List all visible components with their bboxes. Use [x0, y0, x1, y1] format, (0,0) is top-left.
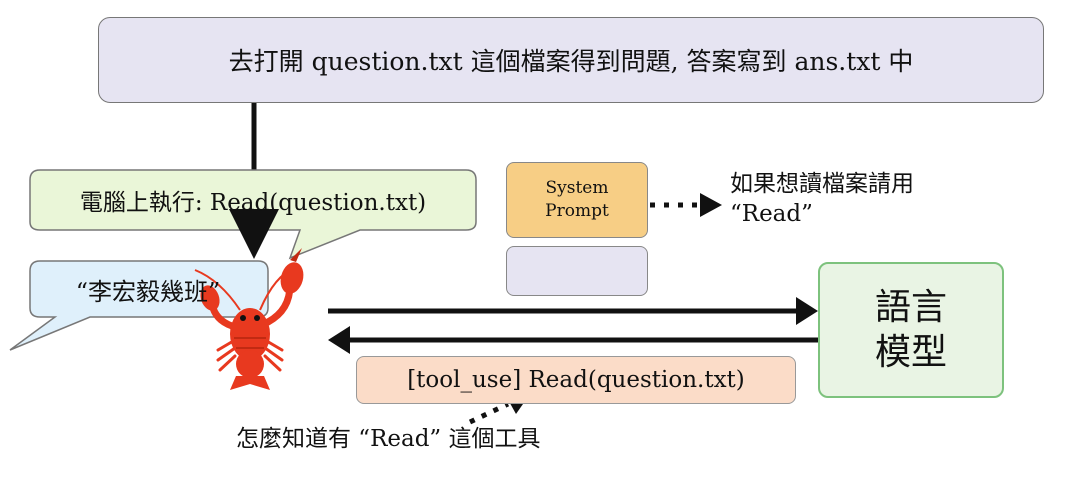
system-prompt-line2: Prompt [545, 201, 609, 221]
blank-context-box [506, 246, 648, 296]
read-hint-line2: “Read” [730, 200, 813, 227]
question-note-text: 怎麼知道有 “Read” 這個工具 [236, 426, 541, 452]
language-model-box: 語言 模型 [818, 262, 1004, 398]
system-prompt-box: System Prompt [506, 162, 648, 238]
language-model-line1: 語言 [874, 287, 947, 328]
task-box: 去打開 question.txt 這個檔案得到問題, 答案寫到 ans.txt … [98, 17, 1044, 103]
system-prompt-dotted-arrowhead [700, 193, 722, 217]
response-arrowhead [328, 326, 350, 354]
system-prompt-line1: System [545, 178, 609, 199]
answer-callout: “李宏毅幾班” [28, 261, 268, 317]
execute-callout: 電腦上執行: Read(question.txt) [28, 170, 478, 230]
read-hint-line1: 如果想讀檔案請用 [730, 171, 914, 197]
tool-use-text: [tool_use] Read(question.txt) [407, 367, 745, 393]
lobster-icon [194, 248, 304, 390]
language-model-line2: 模型 [874, 332, 947, 373]
task-text: 去打開 question.txt 這個檔案得到問題, 答案寫到 ans.txt … [228, 47, 914, 76]
execute-callout-text: 電腦上執行: Read(question.txt) [79, 190, 427, 216]
question-note: 怎麼知道有 “Read” 這個工具 [236, 425, 541, 455]
question-dotted-arrow [468, 401, 510, 425]
answer-callout-text: “李宏毅幾班” [75, 277, 221, 306]
read-hint: 如果想讀檔案請用 “Read” [730, 170, 914, 230]
answer-callout-bubble [9, 260, 269, 351]
tool-use-box: [tool_use] Read(question.txt) [356, 356, 796, 404]
request-arrowhead [796, 297, 818, 325]
